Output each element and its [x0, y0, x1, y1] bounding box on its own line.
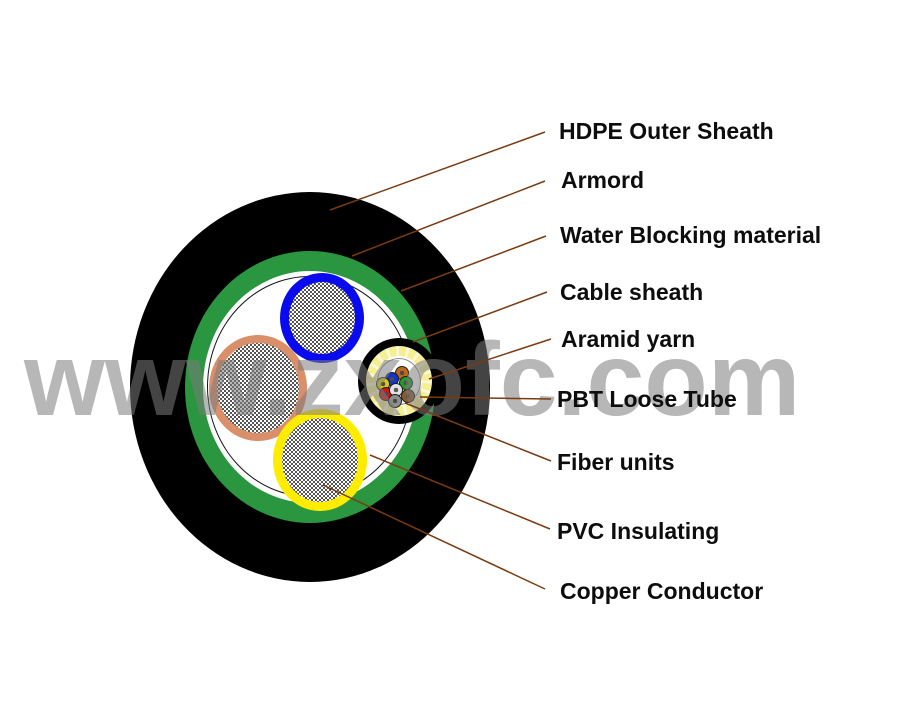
leader-water-blocking: [400, 235, 547, 292]
leader-pbt-loose-tube: [419, 396, 552, 400]
label-cable-sheath: Cable sheath: [560, 279, 704, 305]
label-pbt-loose-tube: PBT Loose Tube: [557, 386, 737, 412]
leader-armord: [351, 180, 546, 257]
fiber-unit-slate: [388, 394, 402, 408]
leader-cable-sheath: [412, 291, 548, 343]
leader-pvc-insulating: [369, 454, 551, 530]
label-fiber-units: Fiber units: [557, 449, 675, 475]
yellow-conductor-mesh: [282, 418, 358, 502]
label-pvc-insulating: PVC Insulating: [557, 518, 720, 544]
copper-conductor-mesh: [217, 343, 299, 433]
leader-copper-conductor: [322, 484, 546, 590]
label-hdpe-outer-sheath: HDPE Outer Sheath: [559, 118, 774, 144]
leader-aramid-yarn: [428, 338, 552, 380]
label-copper-conductor: Copper Conductor: [560, 578, 764, 604]
watermark-text: www.zxofc.com: [24, 322, 801, 438]
leader-fiber-units: [404, 402, 552, 462]
label-aramid-yarn: Aramid yarn: [561, 326, 696, 352]
label-armord: Armord: [561, 167, 645, 193]
leader-hdpe-outer-sheath: [329, 131, 546, 211]
fiber-unit-brown: [401, 389, 415, 403]
blue-conductor-mesh: [289, 282, 355, 354]
label-water-blocking: Water Blocking material: [560, 222, 822, 248]
